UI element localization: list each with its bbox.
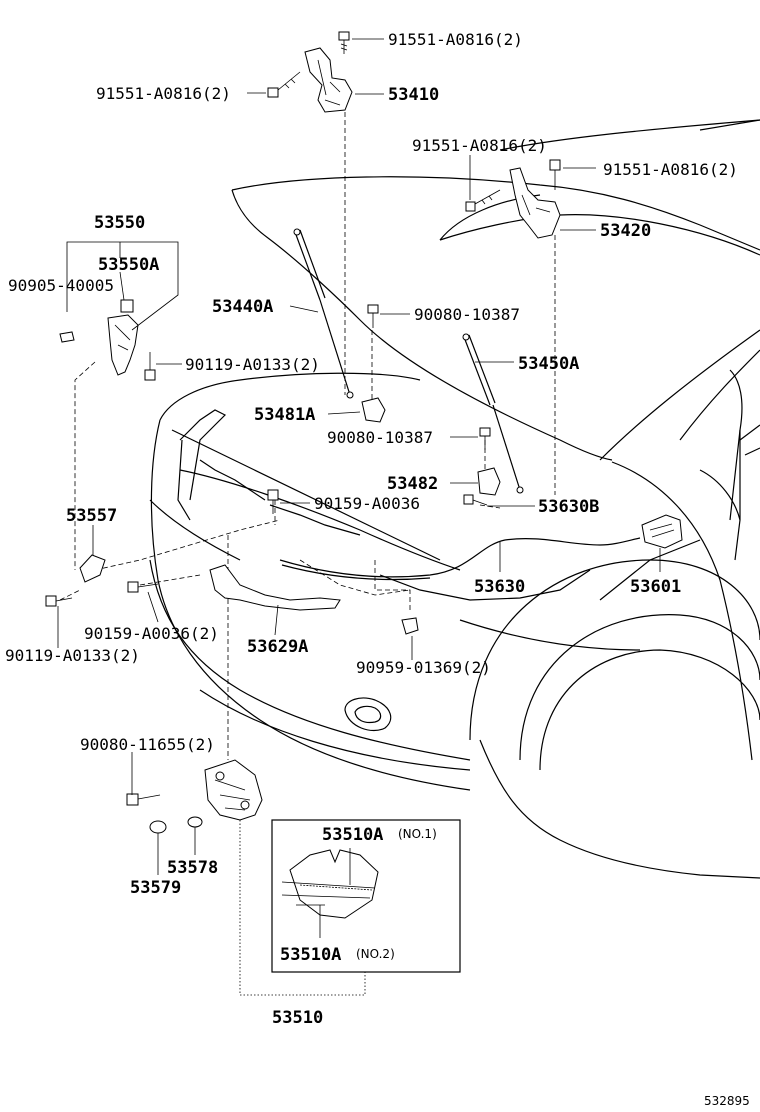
screw-bracket-icon xyxy=(479,427,491,450)
label-bolt-lock: 90080-11655(2) xyxy=(80,735,215,754)
label-cushion: 90905-40005 xyxy=(8,276,114,295)
label-support-a: 53550A xyxy=(98,255,159,275)
bolt-lower-a-icon xyxy=(127,581,159,593)
label-lock-sub-2-no: (NO.2) xyxy=(356,947,395,961)
clip-icon xyxy=(401,617,419,635)
lock-sub-detail-box xyxy=(271,819,461,973)
hood-stay-left xyxy=(293,228,354,399)
label-bolt-right-b: 91551-A0816(2) xyxy=(603,160,738,179)
lock-support xyxy=(209,564,341,611)
label-hinge-right: 53420 xyxy=(600,221,651,241)
label-bolt-support: 90119-A0133(2) xyxy=(185,355,320,374)
bolt-right-a-icon xyxy=(465,189,501,212)
dashed-leader-lines xyxy=(59,112,556,760)
label-cable: 53630 xyxy=(474,577,525,597)
label-bolt-top: 91551-A0816(2) xyxy=(388,30,523,49)
bolt-support-icon xyxy=(144,352,156,381)
release-lever xyxy=(641,514,683,549)
bolt-top-left-icon xyxy=(267,71,301,98)
label-support-assy: 53550 xyxy=(94,213,145,233)
bolt-lock-icon xyxy=(126,793,161,806)
label-screw-bracket: 90080-10387 xyxy=(327,428,433,447)
hood-stay-right xyxy=(462,333,524,494)
label-lock-sub-1: 53510A xyxy=(322,825,383,845)
label-screw-stay: 90080-10387 xyxy=(414,305,520,324)
label-bolt-right-a: 91551-A0816(2) xyxy=(412,136,547,155)
hood-hinge-left xyxy=(304,47,353,113)
bolt-guide-icon xyxy=(267,489,279,514)
label-lever: 53601 xyxy=(630,577,681,597)
bolt-right-b-icon xyxy=(549,159,561,190)
label-leaders xyxy=(57,38,661,996)
hood-lock-assy xyxy=(204,759,263,821)
bush-icon xyxy=(187,816,203,828)
cushion-lock-icon xyxy=(149,820,167,834)
label-bolt-guide: 90159-A0036 xyxy=(314,494,420,513)
bracket-left xyxy=(361,397,386,423)
label-bolt-lower-b: 90119-A0133(2) xyxy=(5,646,140,665)
label-cable-b: 53630B xyxy=(538,497,599,517)
label-stay-left: 53440A xyxy=(212,297,273,317)
label-lock-support: 53629A xyxy=(247,637,308,657)
diagram-id: 532895 xyxy=(704,1094,750,1108)
hood-hinge-right xyxy=(509,167,561,239)
label-bracket-right: 53482 xyxy=(387,474,438,494)
label-bracket-left: 53481A xyxy=(254,405,315,425)
bolt-top-icon xyxy=(338,31,350,54)
part-labels: 91551-A0816(2) 91551-A0816(2) 53410 9155… xyxy=(5,30,750,1108)
guide xyxy=(79,554,106,583)
label-stay-right: 53450A xyxy=(518,354,579,374)
release-cable xyxy=(279,537,641,581)
cable-b-end-icon xyxy=(463,494,488,506)
bolt-lower-b-icon xyxy=(45,595,73,607)
label-bolt-top-left: 91551-A0816(2) xyxy=(96,84,231,103)
label-lock-sub-1-no: (NO.1) xyxy=(398,827,437,841)
screw-stay-icon xyxy=(367,304,379,328)
label-lock-sub-2: 53510A xyxy=(280,945,341,965)
hood-support-assy xyxy=(59,299,139,376)
label-clip: 90959-01369(2) xyxy=(356,658,491,677)
label-cushion-lock: 53579 xyxy=(130,878,181,898)
label-hinge-left: 53410 xyxy=(388,85,439,105)
label-bush: 53578 xyxy=(167,858,218,878)
label-lock-assy: 53510 xyxy=(272,1008,323,1028)
bracket-right xyxy=(477,467,501,496)
label-guide: 53557 xyxy=(66,506,117,526)
label-bolt-lower-a: 90159-A0036(2) xyxy=(84,624,219,643)
